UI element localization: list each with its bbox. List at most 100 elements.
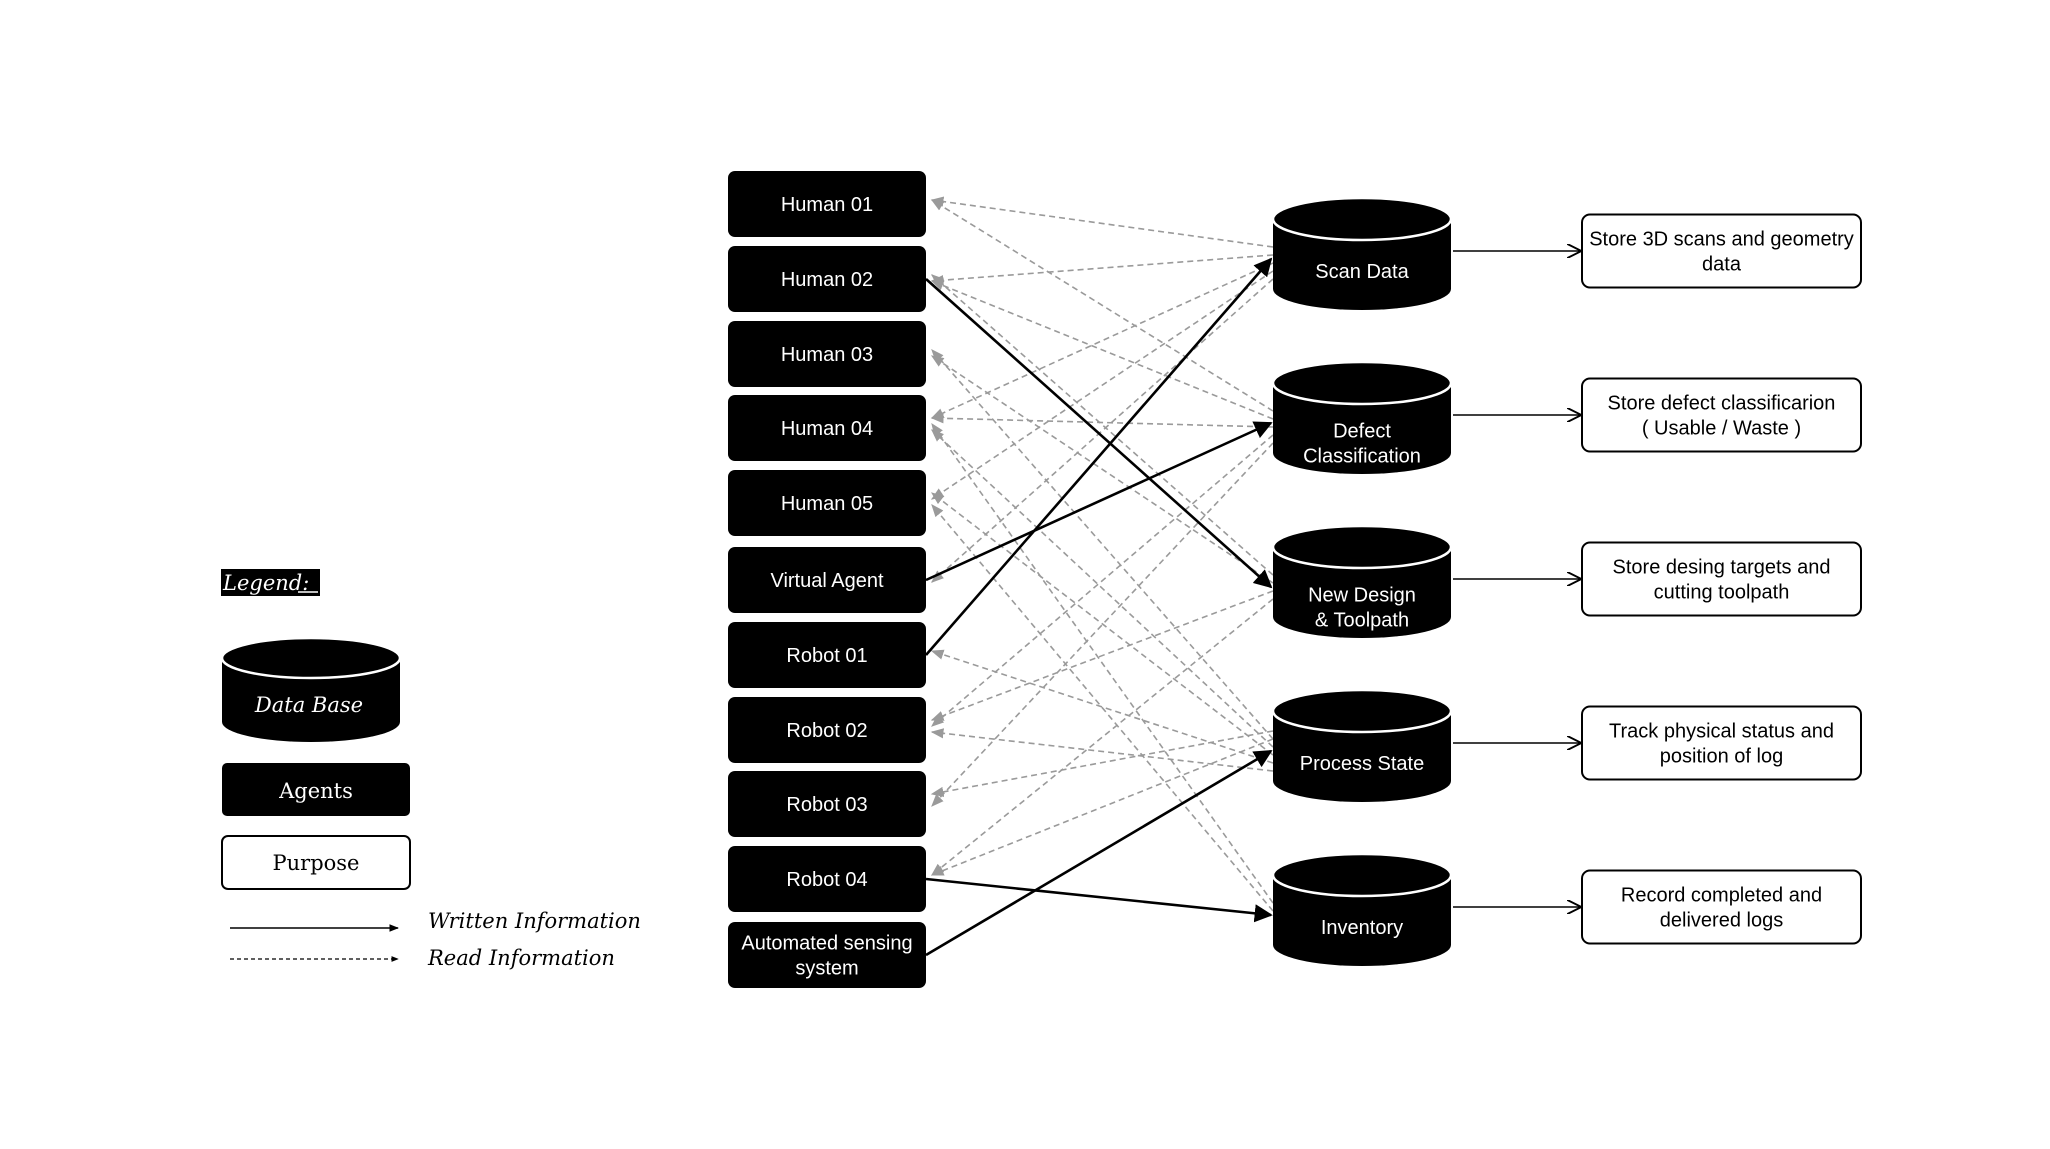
agent-box <box>728 395 926 461</box>
database-process-state[interactable]: Process State <box>1271 688 1453 802</box>
purpose-label: ( Usable / Waste ) <box>1642 418 1801 440</box>
legend-database-symbol: Data Base <box>220 636 402 742</box>
purpose-box-4: Track physical status and position of log <box>1581 705 1862 781</box>
purpose-label: cutting toolpath <box>1654 582 1790 604</box>
agent-human-01[interactable]: Human 01 <box>728 171 926 237</box>
legend-database-label: Data Base <box>254 693 363 717</box>
written-link <box>925 421 1273 582</box>
legend-read-label: Read Information <box>427 946 615 970</box>
database-scan-data[interactable]: Scan Data <box>1271 196 1453 310</box>
database-top <box>1271 524 1453 570</box>
agent-robot-02[interactable]: Robot 02 <box>728 697 926 763</box>
agent-robot-01[interactable]: Robot 01 <box>728 622 926 688</box>
database-label: Classification <box>1303 446 1421 468</box>
purpose-frame <box>1581 541 1862 617</box>
legend-purpose-label: Purpose <box>273 851 360 875</box>
agent-label: Human 02 <box>781 269 873 291</box>
database-top <box>1271 688 1453 734</box>
database-top <box>1271 852 1453 898</box>
purpose-label: position of log <box>1660 746 1783 768</box>
written-link <box>925 257 1273 656</box>
agent-label: Human 03 <box>781 344 873 366</box>
purpose-label: delivered logs <box>1660 910 1783 932</box>
database-body <box>1273 383 1451 474</box>
purpose-box-3: Store desing targets and cutting toolpath <box>1581 541 1862 617</box>
purpose-box-2: Store defect classificarion ( Usable / Wa… <box>1581 377 1862 453</box>
read-link <box>930 355 1274 584</box>
agent-robot-04[interactable]: Robot 04 <box>728 846 926 912</box>
database-top <box>1271 196 1453 242</box>
read-link <box>931 504 1274 912</box>
agent-box <box>728 846 926 912</box>
database-body <box>1273 711 1451 802</box>
purpose-label: Track physical status and <box>1609 721 1834 743</box>
database-body <box>1273 547 1451 638</box>
legend-title: Legend: <box>222 571 309 595</box>
agent-automated-sensing-system[interactable]: Automated sensing system <box>728 922 926 988</box>
purpose-frame <box>1581 213 1862 289</box>
read-link <box>931 429 1274 748</box>
database-body <box>1273 219 1451 310</box>
written-link <box>925 877 1273 923</box>
agent-robot-03[interactable]: Robot 03 <box>728 771 926 837</box>
purpose-frame <box>1581 705 1862 781</box>
legend-written-label: Written Information <box>428 909 641 933</box>
agent-box <box>728 771 926 837</box>
read-link <box>930 590 1274 721</box>
agent-label: Human 01 <box>781 194 873 216</box>
legend-agents-label: Agents <box>278 779 353 803</box>
purpose-label: Store 3D scans and geometry <box>1589 229 1854 251</box>
purpose-label: Record completed and <box>1621 885 1822 907</box>
read-link <box>931 422 1274 904</box>
written-link <box>925 749 1273 957</box>
read-link <box>930 738 1274 876</box>
agent-virtual-agent[interactable]: Virtual Agent <box>728 547 926 613</box>
agent-box <box>728 922 926 988</box>
agent-human-04[interactable]: Human 04 <box>728 395 926 461</box>
purpose-label: Store defect classificarion <box>1608 393 1836 415</box>
agent-label: Human 04 <box>781 418 873 440</box>
database-label: Inventory <box>1321 917 1403 939</box>
agents-column: Human 01 Human 02 Human 03 Human 04 Human 05… <box>728 171 926 988</box>
agent-box <box>728 622 926 688</box>
read-link <box>930 262 1274 419</box>
agent-human-02[interactable]: Human 02 <box>728 246 926 312</box>
database-label: Defect <box>1333 421 1391 443</box>
legend: Legend: Data Base Agents Purpose Written… <box>220 569 641 970</box>
agent-box <box>728 171 926 237</box>
database-top <box>1271 360 1453 406</box>
read-link <box>931 349 1274 740</box>
agent-box <box>728 547 926 613</box>
read-link <box>931 598 1274 876</box>
read-link <box>930 413 1274 428</box>
database-label: & Toolpath <box>1315 610 1409 632</box>
read-link <box>930 730 1274 797</box>
database-label: New Design <box>1308 585 1416 607</box>
read-link <box>930 728 1274 772</box>
agent-box <box>728 697 926 763</box>
written-link <box>925 278 1273 589</box>
read-link <box>930 199 1274 412</box>
read-link <box>930 280 1274 420</box>
agent-label: Robot 04 <box>786 869 867 891</box>
database-inventory[interactable]: Inventory <box>1271 852 1453 966</box>
agent-label: Automated sensing <box>741 933 912 955</box>
agent-label: Human 05 <box>781 493 873 515</box>
database-label: Scan Data <box>1315 261 1409 283</box>
purpose-frame <box>1581 869 1862 945</box>
read-link <box>931 434 1274 727</box>
database-new-design-toolpath[interactable]: New Design & Toolpath <box>1271 524 1453 638</box>
purpose-box-5: Record completed and delivered logs <box>1581 869 1862 945</box>
agent-human-05[interactable]: Human 05 <box>728 470 926 536</box>
agent-human-03[interactable]: Human 03 <box>728 321 926 387</box>
agent-label: Virtual Agent <box>770 570 883 592</box>
agent-label: system <box>795 958 858 980</box>
purpose-links <box>1453 251 1580 907</box>
read-link <box>930 270 1274 500</box>
read-link <box>930 196 1274 248</box>
purpose-label: Store desing targets and <box>1613 557 1831 579</box>
